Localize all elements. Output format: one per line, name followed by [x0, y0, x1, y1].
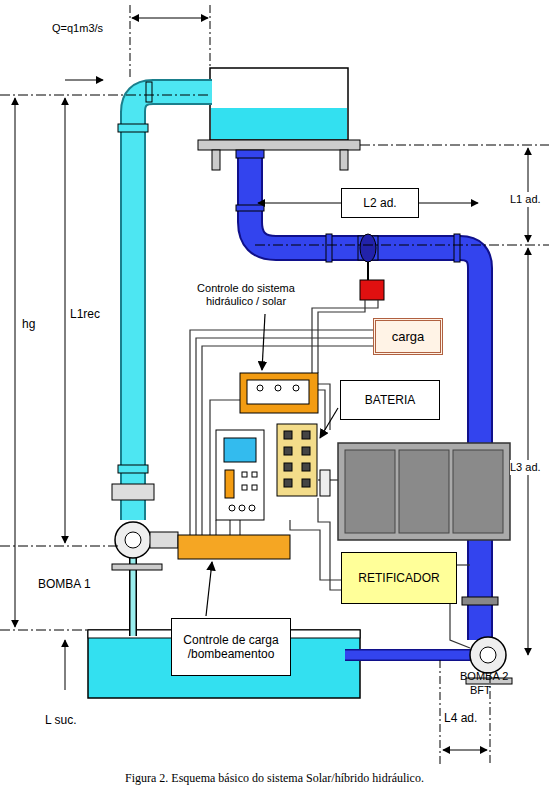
battery-label-box: BATERIA [340, 380, 440, 420]
recalque-pipe [133, 92, 212, 520]
callout-text: Controle do sistema hidráulico / solar [182, 282, 310, 307]
dimension-box: L2 ad. [341, 188, 419, 218]
dimension-lines [0, 5, 549, 765]
flow-label: Q=q1m3/s [52, 22, 103, 35]
load-pump-controller [178, 535, 290, 559]
dimension-label: L suc. [45, 714, 77, 728]
pump-label: BFT [470, 684, 491, 697]
dimension-label: L1rec [70, 308, 100, 322]
box-text: Controle de carga /bombeamentoo [177, 633, 285, 661]
dimension-label: hg [22, 318, 35, 332]
pump-label: BOMBA 1 [38, 578, 91, 592]
upper-tank [210, 68, 348, 140]
figure-caption: Figura 2. Esquema básico do sistema Sola… [125, 772, 424, 786]
solar-panel [338, 443, 510, 540]
battery-bank [277, 424, 317, 496]
dimension-label: L3 ad. [510, 460, 541, 475]
electronics-panel [216, 430, 264, 520]
valve-actuator [360, 280, 384, 300]
dimension-label: L4 ad. [444, 712, 477, 726]
pump-2 [470, 637, 506, 673]
box-text: RETIFICADOR [358, 571, 439, 585]
wires [190, 300, 470, 648]
callout-arrows [206, 314, 338, 616]
pump-1 [115, 522, 151, 558]
box-text: carga [392, 329, 425, 344]
box-text: BATERIA [365, 393, 415, 407]
dimension-label: L1 ad. [510, 192, 541, 207]
box-text: L2 ad. [363, 196, 396, 210]
hydraulic-solar-controller [240, 373, 318, 413]
load-box: carga [373, 318, 443, 355]
rectifier-box: RETIFICADOR [341, 552, 457, 604]
pump-label: BOMBA 2 [460, 670, 508, 683]
load-control-box: Controle de carga /bombeamentoo [171, 618, 291, 676]
